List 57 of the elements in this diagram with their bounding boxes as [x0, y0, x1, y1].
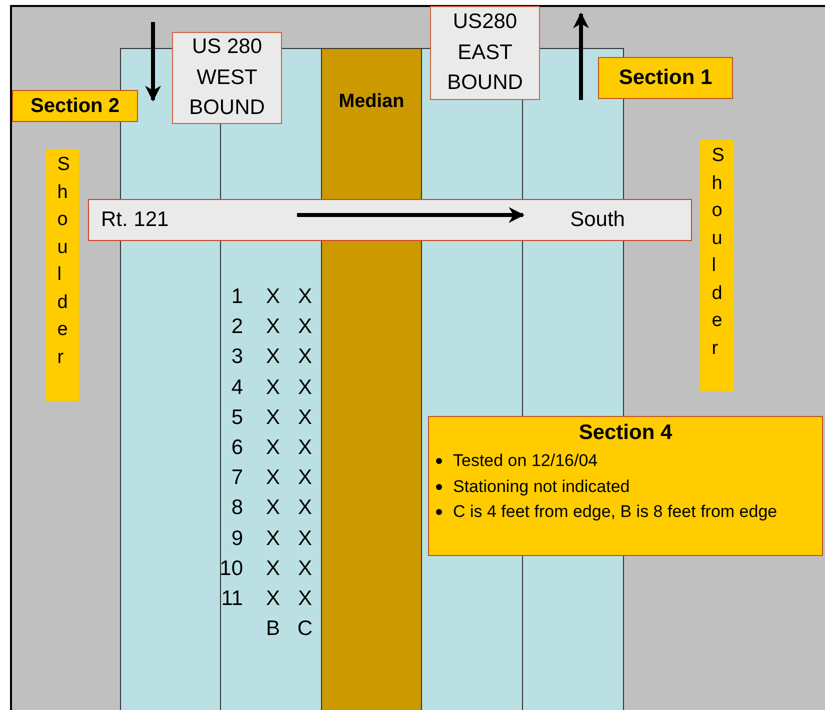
grid-mark: B	[266, 617, 280, 642]
note-heading: Section 4	[578, 421, 674, 445]
bullet-item: C is 4 feet from edge, B is 8 feet from edge	[453, 502, 778, 521]
grid-mark: 2	[231, 315, 243, 340]
bullet-item: Tested on 12/16/04	[453, 451, 598, 470]
direction-sign	[430, 6, 540, 100]
grid-mark: 10	[220, 556, 243, 581]
grid-mark: C	[297, 617, 313, 642]
grid-mark: X	[266, 466, 280, 490]
road-label: South	[570, 208, 625, 232]
grid-mark: 7	[231, 466, 243, 490]
grid-mark: X	[266, 315, 280, 340]
grid-mark: X	[298, 526, 312, 551]
grid-mark: X	[266, 496, 280, 520]
grid-mark: X	[298, 587, 312, 611]
grid-mark: X	[266, 556, 280, 581]
grid-mark: X	[266, 587, 280, 611]
direction-sign	[172, 32, 282, 124]
grid-mark: X	[266, 526, 280, 551]
sign-text: US280 EAST BOUND	[446, 9, 524, 96]
section-label: Section 2	[30, 94, 120, 118]
grid-mark: X	[298, 556, 312, 581]
grid-mark: X	[266, 406, 280, 430]
section-tag	[12, 90, 138, 122]
grid-mark: 11	[221, 587, 243, 611]
section-note-box	[428, 416, 823, 556]
vertical-label: Shoulder	[710, 144, 731, 361]
grid-mark: X	[266, 376, 280, 400]
cross-road-bar	[88, 199, 692, 241]
grid-mark: X	[298, 285, 312, 309]
grid-mark: 8	[231, 496, 243, 520]
grid-mark: X	[298, 376, 312, 400]
grid-mark: X	[298, 406, 312, 430]
road-label: Rt. 121	[101, 208, 169, 232]
grid-mark: X	[266, 285, 280, 309]
grid-mark: X	[298, 496, 312, 520]
grid-mark: 4	[231, 376, 243, 400]
grid-mark: 1	[231, 285, 243, 309]
sign-text: US 280 WEST BOUND	[188, 34, 266, 122]
section-label: Section 1	[618, 64, 712, 91]
shoulder-label	[46, 149, 79, 401]
grid-mark: X	[298, 436, 312, 460]
grid-mark: X	[298, 345, 312, 370]
grid-mark: X	[298, 315, 312, 340]
shoulder-label	[700, 140, 734, 391]
grid-mark: 5	[231, 406, 243, 430]
grid-mark: X	[266, 345, 280, 370]
grid-mark: X	[266, 436, 280, 460]
median-strip	[321, 48, 422, 710]
vertical-label: Shoulder	[56, 153, 76, 370]
grid-mark: X	[298, 466, 312, 490]
section-tag	[598, 57, 733, 99]
grid-mark: 6	[231, 436, 243, 460]
bullet-item: Stationing not indicated	[453, 476, 630, 496]
median-label: Median	[338, 91, 406, 113]
grid-mark: 9	[231, 526, 243, 551]
grid-mark: 3	[231, 345, 243, 370]
